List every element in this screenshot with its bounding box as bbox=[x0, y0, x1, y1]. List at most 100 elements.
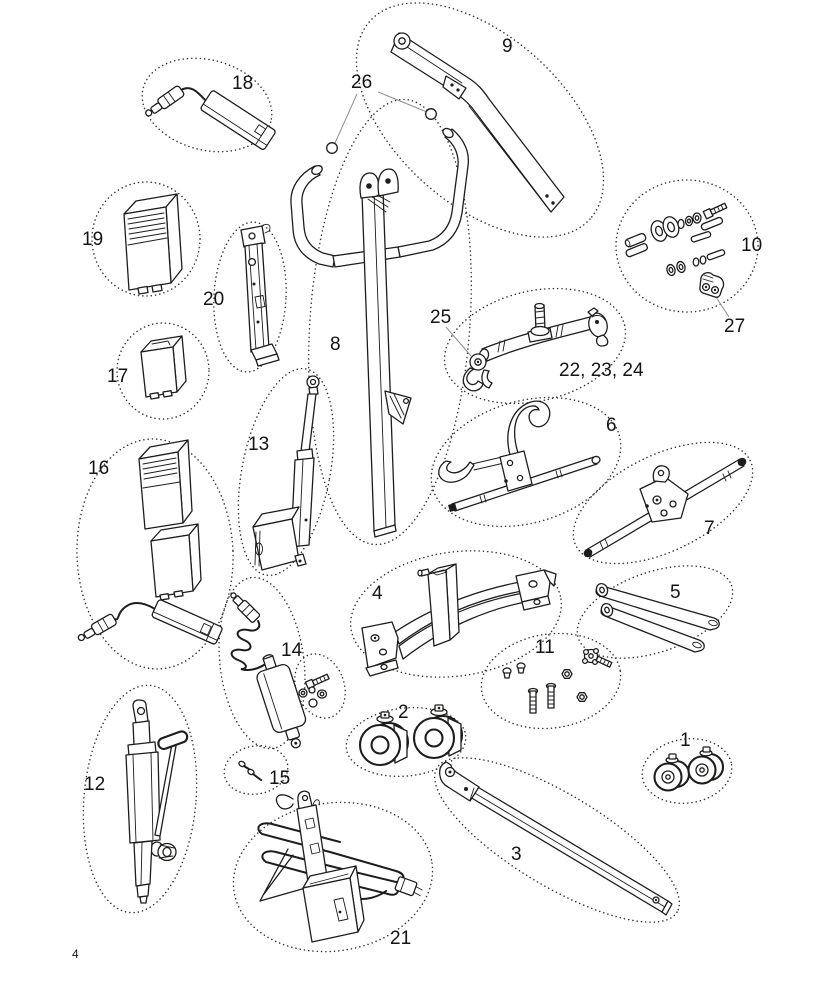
part-2-casters bbox=[358, 704, 464, 767]
outline-16 bbox=[76, 438, 234, 670]
shoulder-bolt bbox=[545, 682, 557, 709]
part-6-spreader-bar bbox=[438, 400, 601, 512]
caster bbox=[358, 711, 410, 767]
knob-bolt bbox=[581, 647, 613, 668]
battery-lower bbox=[150, 534, 194, 598]
release-valve bbox=[150, 841, 177, 862]
leader-lines bbox=[334, 91, 730, 357]
outline-5 bbox=[576, 565, 734, 659]
part-21-charger-bracket bbox=[257, 790, 423, 943]
battery-front bbox=[140, 346, 178, 398]
shoulder-bolt bbox=[527, 687, 539, 714]
group-outlines bbox=[76, 2, 759, 953]
battery-upper bbox=[138, 451, 184, 530]
handle-right-tube bbox=[397, 128, 470, 258]
callout-4: 4 bbox=[372, 583, 383, 604]
callout-6: 6 bbox=[606, 415, 617, 436]
charger-stick bbox=[151, 599, 223, 645]
leg-clevis bbox=[438, 761, 480, 802]
part-14-hand-control bbox=[230, 592, 330, 749]
link-rod bbox=[595, 582, 720, 631]
callout-16: 16 bbox=[88, 458, 109, 479]
power-cord bbox=[257, 822, 405, 896]
part-22-23-24-swivel-bar bbox=[462, 302, 609, 392]
callout-26: 26 bbox=[351, 72, 372, 93]
leader-26-left bbox=[334, 93, 358, 144]
leader-27 bbox=[715, 296, 730, 318]
outline-1 bbox=[641, 737, 733, 805]
outline-15 bbox=[223, 744, 289, 796]
callout-3: 3 bbox=[511, 844, 522, 865]
part-10-hardware-kit bbox=[624, 202, 728, 298]
callout-17: 17 bbox=[107, 366, 128, 387]
part-3-base-leg bbox=[438, 761, 673, 916]
outline-11 bbox=[480, 632, 622, 730]
center-bracket bbox=[499, 450, 533, 492]
outline-17 bbox=[116, 322, 210, 420]
callout-labels: 18 9 26 19 20 10 27 25 22, 23, 24 8 17 1… bbox=[72, 36, 762, 961]
part-5-link-rods bbox=[595, 582, 720, 653]
left-hook bbox=[438, 460, 475, 483]
part-16-battery-kit bbox=[77, 439, 223, 645]
outline-13 bbox=[237, 367, 335, 577]
callout-21: 21 bbox=[390, 928, 411, 949]
plug-cap-left bbox=[326, 142, 338, 154]
boom-bracket bbox=[442, 75, 467, 100]
part-11-hardware-kit bbox=[502, 647, 613, 714]
caster bbox=[653, 753, 691, 792]
coiled-cable bbox=[230, 620, 268, 672]
strip-body bbox=[244, 242, 270, 353]
charger-stick bbox=[200, 90, 276, 150]
callout-12: 12 bbox=[84, 774, 105, 795]
callout-1: 1 bbox=[680, 730, 691, 751]
pendant-hardware bbox=[298, 673, 330, 708]
part-7-spreader-bar bbox=[583, 457, 747, 558]
part-18-charger-cable bbox=[145, 85, 276, 150]
caster bbox=[412, 704, 464, 760]
part-4-base-center bbox=[361, 563, 557, 677]
callout-8: 8 bbox=[330, 334, 341, 355]
callout-10: 10 bbox=[741, 235, 762, 256]
pump-lower-tube bbox=[133, 840, 153, 887]
callout-13: 13 bbox=[248, 434, 269, 455]
caster bbox=[687, 746, 725, 785]
callout-9: 9 bbox=[502, 36, 513, 57]
outline-20 bbox=[213, 221, 287, 373]
part-8-mast bbox=[290, 127, 470, 538]
pump-cylinder bbox=[125, 751, 161, 844]
outline-10 bbox=[615, 179, 759, 313]
mast-tube bbox=[361, 189, 396, 532]
part-17-battery bbox=[140, 335, 187, 400]
handle-left-tube bbox=[290, 165, 336, 268]
callout-5: 5 bbox=[670, 582, 681, 603]
part-12-hydraulic-pump bbox=[125, 699, 189, 904]
part-13-actuator bbox=[252, 375, 320, 571]
part-26-plugs bbox=[326, 108, 437, 154]
callout-2: 2 bbox=[398, 702, 409, 723]
callout-22-23-24: 22, 23, 24 bbox=[559, 360, 644, 381]
outline-2 bbox=[345, 706, 467, 778]
plug-cap-right bbox=[425, 108, 437, 120]
pendant-body bbox=[256, 664, 307, 734]
part-1-casters bbox=[653, 746, 725, 792]
outline-19 bbox=[91, 181, 201, 297]
callout-25: 25 bbox=[430, 307, 451, 328]
caster-hub bbox=[370, 735, 390, 755]
left-plate bbox=[361, 621, 399, 669]
outline-7 bbox=[572, 441, 754, 565]
part-27-connector bbox=[699, 272, 725, 298]
leader-26-right bbox=[377, 91, 428, 113]
cable bbox=[180, 87, 207, 102]
battery-front bbox=[123, 206, 172, 291]
outline-swivel-bar bbox=[443, 287, 627, 405]
part-20-mast-bracket-strip bbox=[240, 223, 280, 367]
caster-hub bbox=[424, 728, 444, 748]
cable bbox=[113, 602, 156, 621]
pump-handle-grip bbox=[157, 730, 189, 750]
callout-27: 27 bbox=[724, 316, 745, 337]
outline-8 bbox=[307, 98, 473, 546]
callout-18: 18 bbox=[232, 73, 253, 94]
piston-rod bbox=[300, 393, 317, 453]
charger-pocket bbox=[302, 877, 359, 943]
